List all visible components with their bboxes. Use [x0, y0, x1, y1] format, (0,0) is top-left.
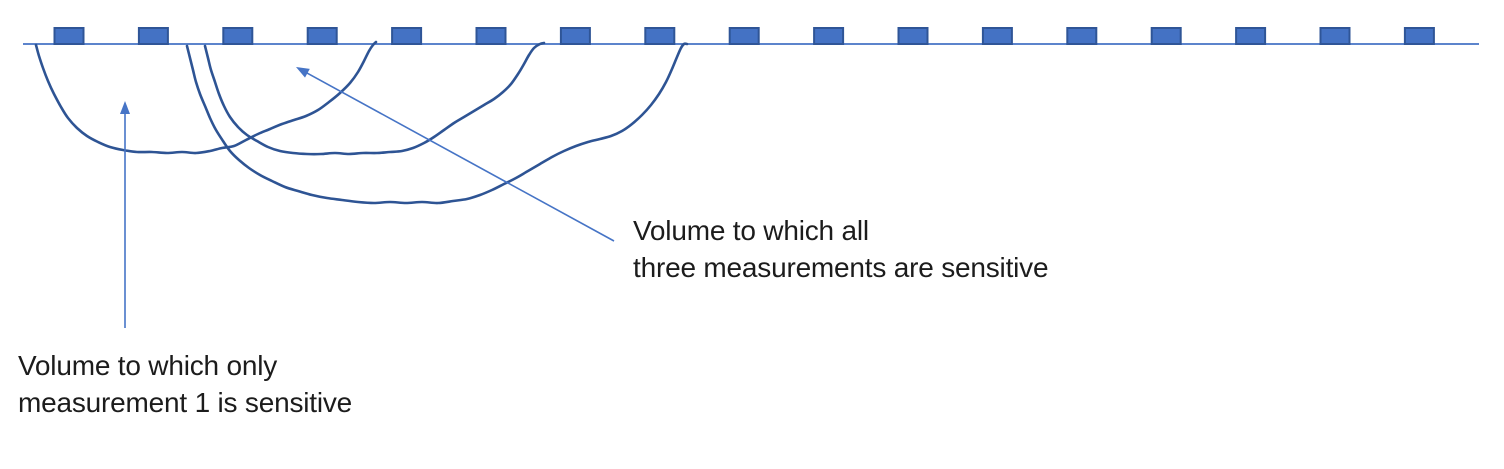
label-line: three measurements are sensitive [633, 252, 1049, 283]
electrode [475, 27, 507, 45]
electrode [1403, 27, 1435, 45]
volume-outline-measurement-3 [185, 42, 689, 205]
arrow-measurement-1-head [120, 101, 130, 114]
electrode [1150, 27, 1182, 45]
electrode [306, 27, 338, 45]
electrode [1066, 27, 1098, 45]
electrode [813, 27, 845, 45]
electrode [53, 27, 85, 45]
label-volume-all-three: Volume to which all three measurements a… [633, 212, 1049, 286]
label-line: measurement 1 is sensitive [18, 387, 353, 418]
electrode [1235, 27, 1267, 45]
label-line: Volume to which all [633, 215, 869, 246]
label-line: Volume to which only [18, 350, 278, 381]
electrode [644, 27, 676, 45]
volume-outline-measurement-1 [34, 40, 378, 155]
label-volume-measurement-1: Volume to which only measurement 1 is se… [18, 347, 352, 421]
electrode [391, 27, 423, 45]
electrode [137, 27, 169, 45]
electrode [981, 27, 1013, 45]
arrow-all-three-line [303, 70, 615, 242]
electrode [222, 27, 254, 45]
electrode [559, 27, 591, 45]
electrode [728, 27, 760, 45]
electrode [1319, 27, 1351, 45]
arrow-all-three-head [296, 67, 310, 78]
electrode [897, 27, 929, 45]
volume-outline-measurement-2 [203, 41, 546, 156]
